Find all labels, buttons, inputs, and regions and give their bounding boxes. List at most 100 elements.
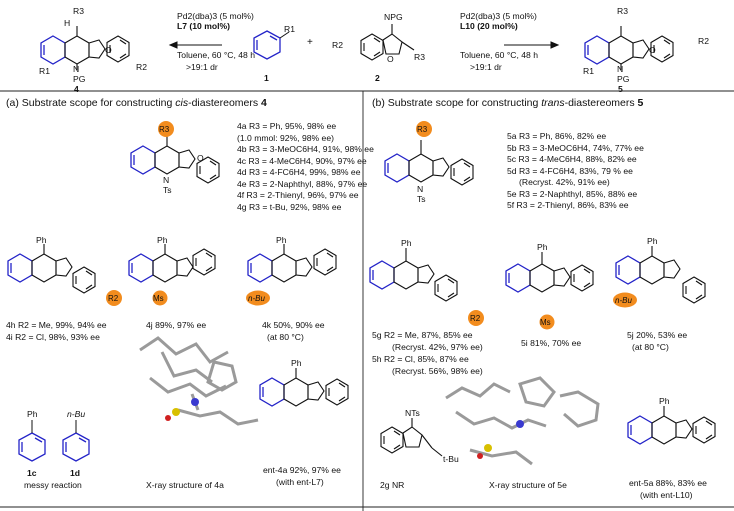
r2-label-4h: R2 [108,294,119,303]
r3-highlight [158,121,174,137]
scheme-substrate-1-structure [253,30,290,60]
atom-label-Ts-b: Ts [417,194,426,204]
tbu-label-2g: t-Bu [443,454,459,464]
scheme-product-4-structure [40,26,130,70]
caption-5h-recryst: (Recryst. 56%, 98% ee) [392,366,483,376]
scope-5f: 5f R3 = 2-Thienyl, 86%, 83% ee [507,200,629,210]
panel-a-general-structure [130,136,220,184]
substrate-2-label: 2 [375,73,380,83]
r3-highlight-b [416,121,432,137]
scope-4c: 4c R3 = 4-MeC6H4, 90%, 97% ee [237,155,367,166]
scope-4b: 4b R3 = 3-MeOC6H4, 91%, 98% ee [237,144,374,154]
atom-label-NPG: NPG [384,12,403,22]
ms-label-4j: Ms [153,294,164,303]
panel-b-general-structure [384,140,474,186]
caption-ent5a: ent-5a 88%, 83% ee [629,478,707,488]
label-1d: 1d [70,468,81,478]
right-cond-1: L10 (20 mol%) [460,21,518,31]
atom-label-R2-s2: R2 [332,40,343,50]
scope-5e: 5e R3 = 2-Naphthyl, 85%, 88% ee [507,188,638,199]
ph-label-4j: Ph [157,235,168,245]
panel-borders [0,90,734,511]
caption-4j: 4j 89%, 97% ee [146,320,207,330]
scope-4d: 4d R3 = 4-FC6H4, 99%, 98% ee [237,167,361,177]
caption-5j-cond: (at 80 °C) [632,342,669,352]
ph-label-1c: Ph [27,409,38,419]
atom-label-R3: R3 [73,6,84,16]
caption-4h: 4h R2 = Me, 99%, 94% ee [6,320,107,330]
scheme-substrate-2-structure [360,24,415,61]
r2-label-5g: R2 [470,314,481,323]
structure-5i [505,252,594,293]
caption-5j: 5j 20%, 53% ee [627,330,688,340]
plus-sign: + [307,37,313,48]
atom-label-N-b: N [417,184,424,194]
xray-5e-caption: X-ray structure of 5e [489,480,567,490]
right-cond-3: >19:1 dr [470,62,502,72]
panel-a-title: (a) Substrate scope for constructing cis… [6,97,267,109]
panel-b-title: (b) Substrate scope for constructing tra… [372,97,644,109]
scope-5c: 5c R3 = 4-MeC6H4, 88%, 82% ee [507,154,637,164]
ms-highlight [152,290,168,306]
structure-1c [18,420,46,462]
atom-label-R3-s2: R3 [414,52,425,62]
scope-5b: 5b R3 = 3-MeOC6H4, 74%, 77% ee [507,142,644,153]
caption-4k: 4k 50%, 90% ee [262,320,325,330]
structure-1d [62,420,90,462]
caption-ent5a-cond: (with ent-L10) [640,490,693,500]
caption-ent4a-cond: (with ent-L7) [276,477,324,487]
scheme-product-5-structure [584,26,674,70]
scope-5a: 5a R3 = Ph, 86%, 82% ee [507,131,607,141]
atom-label-N-a: N [163,175,170,185]
atom-label-PG: PG [73,74,86,84]
ph-label-ent5a: Ph [659,396,670,406]
atom-label-O-p5: O [649,45,656,55]
structure-ent-4a [259,368,349,407]
atom-label-O: O [105,45,112,55]
xray-4a-drawing [139,336,259,426]
xray-5e-drawing [445,376,600,466]
right-cond-2: Toluene, 60 °C, 48 h [460,50,538,60]
nbu-highlight-b [613,292,637,308]
structure-5g [369,248,458,302]
atom-label-N-p5: N [617,64,624,74]
nbu-label-1d: n-Bu [67,409,86,419]
scope-4g: 4g R3 = t-Bu, 92%, 98% ee [237,201,342,212]
ms-highlight-b [539,314,555,330]
atom-label-R1-s1: R1 [284,24,295,34]
caption-ent4a: ent-4a 92%, 97% ee [263,465,341,475]
label-1c: 1c [27,468,37,478]
structure-5j [615,246,706,304]
product-5-label: 5 [618,84,623,94]
caption-5g-recryst: (Recryst. 42%, 97% ee) [392,342,483,352]
ph-label-5j: Ph [647,236,658,246]
atom-label-R3-b: R3 [417,125,428,134]
ms-label-5i: Ms [540,318,551,327]
left-cond-0: Pd2(dba)3 (5 mol%) [177,11,254,21]
scope-5d-recryst: (Recryst. 42%, 91% ee) [519,177,610,187]
left-cond-2: Toluene, 60 °C, 48 h [177,50,255,60]
atom-label-R2-p5: R2 [698,36,709,46]
caption-5i: 5i 81%, 70% ee [521,338,582,348]
xray-4a-caption: X-ray structure of 4a [146,480,224,490]
atom-label-R1-p5: R1 [583,66,594,76]
atom-label-R3-p5: R3 [617,6,628,16]
atom-label-PG-p5: PG [617,74,630,84]
caption-4k-cond: (at 80 °C) [267,332,304,342]
atom-label-O-a: O [197,153,204,163]
ph-label-4k: Ph [276,235,287,245]
r2-highlight [106,290,122,306]
ph-label-4h: Ph [36,235,47,245]
left-cond-1: L7 (10 mol%) [177,21,231,31]
substrate-1-label: 1 [264,73,269,83]
ph-label-ent4a: Ph [291,358,302,368]
structure-ent-5a [627,406,716,445]
reaction-arrows [168,41,560,49]
structure-4k [247,244,337,283]
atom-label-R1: R1 [39,66,50,76]
left-cond-3: >19:1 dr [186,62,218,72]
caption-5h: 5h R2 = Cl, 85%, 87% ee [372,354,469,364]
caption-2g: 2g NR [380,480,405,490]
atom-label-R3-a: R3 [159,125,170,134]
scope-4e: 4e R3 = 2-Naphthyl, 88%, 97% ee [237,178,368,189]
